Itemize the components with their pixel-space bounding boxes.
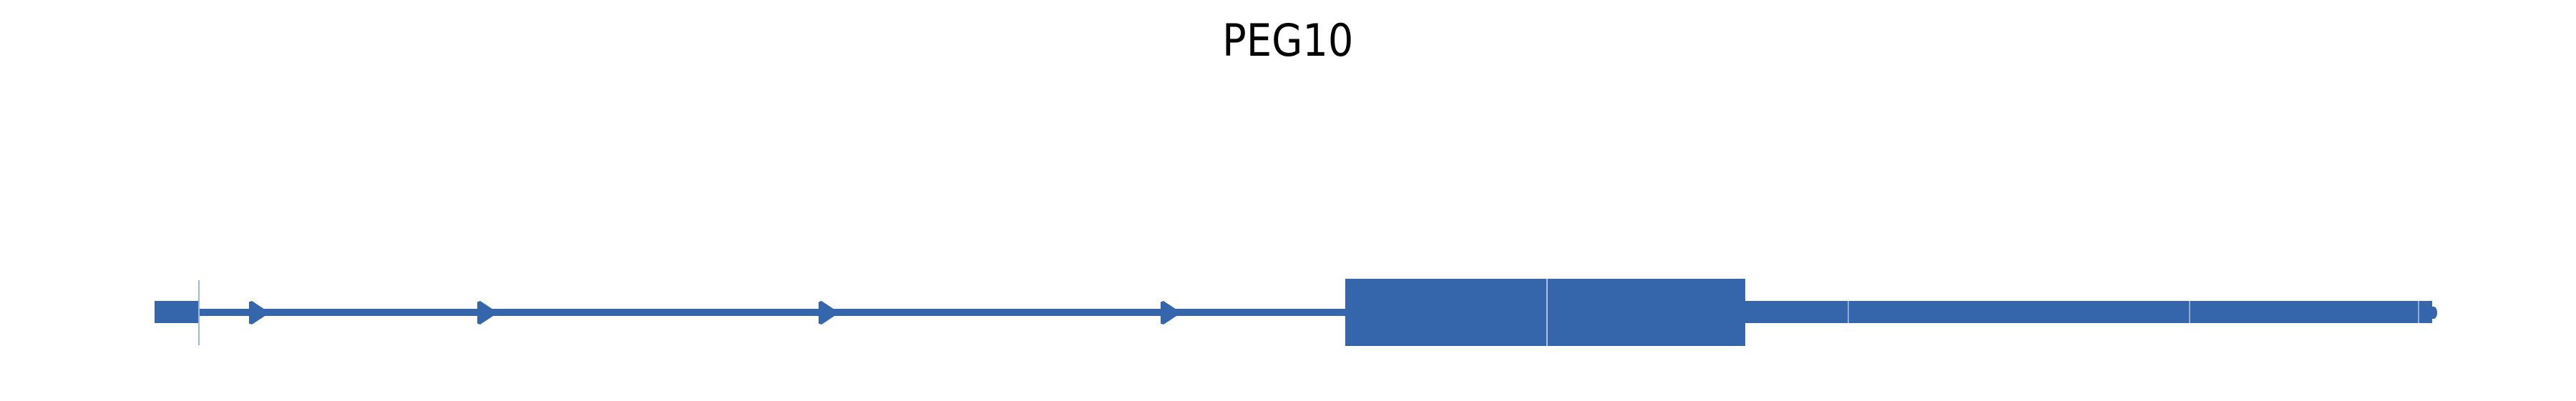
figure-title-row: PEG10 <box>0 17 2576 64</box>
transcript-end-tip <box>2431 307 2437 319</box>
strand-arrow-icon <box>477 301 498 325</box>
cds-start-marker <box>198 280 200 345</box>
gene-title: PEG10 <box>1222 14 1354 66</box>
exon-junction-line <box>2189 301 2190 323</box>
exon-junction-line <box>2418 301 2419 323</box>
exon-junction-line <box>1546 279 1548 346</box>
strand-arrow-icon <box>249 301 270 325</box>
intron-line <box>155 309 1352 316</box>
exon-box-3utr <box>1745 301 2432 323</box>
exon-box-cds <box>1345 279 1745 346</box>
strand-arrow-icon <box>819 301 839 325</box>
exon-box-5utr <box>155 301 198 323</box>
strand-arrow-icon <box>1161 301 1181 325</box>
exon-junction-line <box>1848 301 1849 323</box>
